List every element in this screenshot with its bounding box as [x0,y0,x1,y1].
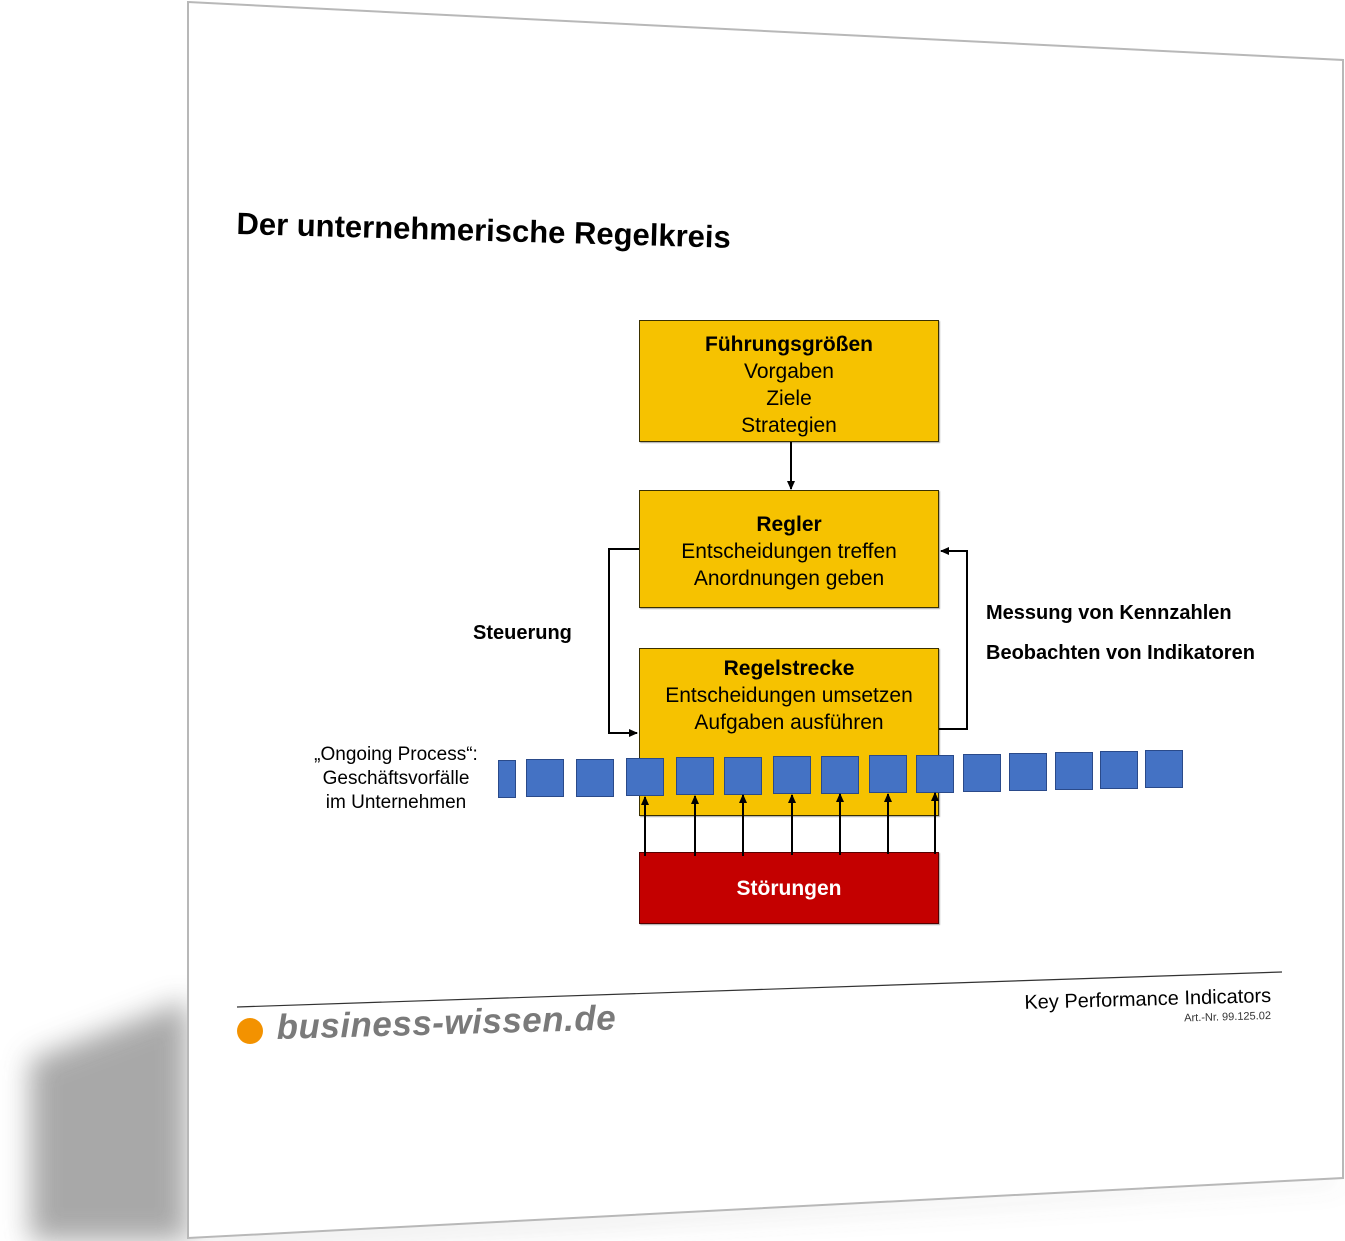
process-square [773,756,811,794]
label-steuerung: Steuerung [473,622,572,644]
logo-dot-icon [237,1018,263,1044]
box-regler-line: Anordnungen geben [693,567,885,590]
box-regelstrecke-head: Regelstrecke [723,657,855,680]
ongoing-line: im Unternehmen [325,792,467,813]
box-fuehrungsgroessen-line: Strategien [741,414,837,437]
box-fuehrungsgroessen-line: Vorgaben [744,360,834,383]
process-square [916,755,954,793]
box-fuehrungsgroessen-line: Ziele [766,387,812,410]
label-ongoing-process: „Ongoing Process“: Geschäftsvorfälle im … [300,743,492,815]
process-square [1145,750,1183,788]
process-square [526,759,564,797]
box-regler-line: Entscheidungen treffen [681,540,897,563]
ongoing-line: „Ongoing Process“: [314,744,478,765]
box-regler-head: Regler [756,513,822,536]
process-square [576,759,614,797]
box-fuehrungsgroessen: Führungsgrößen Vorgaben Ziele Strategien [639,320,939,442]
label-messung: Messung von Kennzahlen [986,602,1232,624]
process-square [626,758,664,796]
process-square [963,754,1001,792]
logo-wordmark: business-wissen.de [276,998,617,1047]
box-stoerungen: Störungen [639,852,939,924]
process-square [821,756,859,794]
box-regelstrecke-line: Aufgaben ausführen [694,711,884,734]
box-stoerungen-head: Störungen [736,876,842,900]
label-beobachten: Beobachten von Indikatoren [986,642,1255,664]
box-regler: Regler Entscheidungen treffen Anordnunge… [639,490,939,608]
box-regelstrecke-line: Entscheidungen umsetzen [665,684,913,707]
box-fuehrungsgroessen-head: Führungsgrößen [705,333,873,356]
arrow-messung [939,547,968,730]
footer-article-number: Art.-Nr. 99.125.02 [1184,1010,1272,1025]
process-square [676,757,714,795]
process-square [1009,753,1047,791]
process-square [724,757,762,795]
process-square [1055,752,1093,790]
arrow-steuerung [608,548,639,737]
page-title: Der unternehmerische Regelkreis [236,206,732,255]
process-square [869,755,907,793]
ongoing-line: Geschäftsvorfälle [322,768,470,789]
process-square [1100,751,1138,789]
process-square [498,760,516,798]
